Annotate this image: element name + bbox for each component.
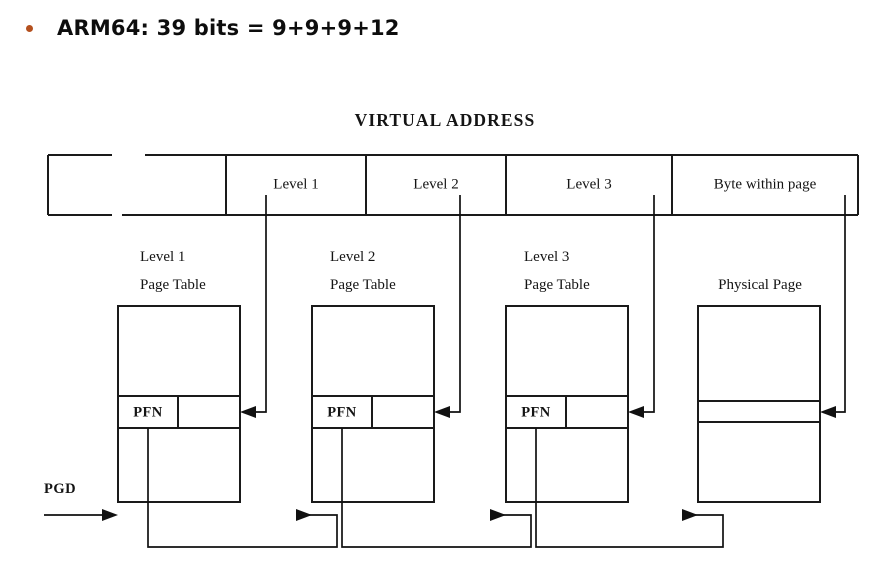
level-2-page-table: PFN (311, 305, 435, 503)
table-caption-2-line1: Level 2 (330, 249, 375, 265)
va-field-unused-high-bits (47, 154, 112, 216)
pfn-label-level-3: PFN (521, 404, 551, 420)
va-field-label-level-3: Level 3 (566, 176, 611, 192)
arrow-head-level-2 (434, 406, 450, 418)
wire-pgd-to-level-1-table: PGD (44, 481, 118, 521)
bullet-text: ARM64: 39 bits = 9+9+9+12 (57, 16, 400, 40)
table-caption-2-line2: Page Table (330, 277, 396, 293)
arrow-head-l3-to-page (682, 509, 698, 521)
arrow-head-page-offset (820, 406, 836, 418)
wire-level-3-pfn-to-physical-page (535, 428, 724, 548)
pfn-label-level-2: PFN (327, 404, 357, 420)
va-field-level-3-index: Level 3 (505, 154, 672, 216)
page-table-walk-diagram: VIRTUAL ADDRESS Level 1 (0, 56, 890, 569)
arrow-head-l1-to-l2 (296, 509, 312, 521)
bullet-line: ARM64: 39 bits = 9+9+9+12 (0, 0, 890, 56)
table-caption-3-line2: Page Table (524, 277, 590, 293)
pgd-label: PGD (44, 481, 76, 497)
arrow-head-pgd (102, 509, 118, 521)
table-captions: Level 1 Page Table Level 2 Page Table Le… (140, 249, 802, 293)
virtual-address-bar: Level 1 Level 2 Level 3 (47, 154, 859, 216)
va-field-label-level-2: Level 2 (413, 176, 458, 192)
wire-level-2-pfn-to-level-3-table (341, 428, 532, 548)
va-field-label-page-offset: Byte within page (714, 176, 817, 192)
table-caption-1-line2: Page Table (140, 277, 206, 293)
arrow-head-level-3 (628, 406, 644, 418)
arrow-head-l2-to-l3 (490, 509, 506, 521)
va-field-page-offset: Byte within page (671, 154, 859, 216)
level-3-page-table: PFN (505, 305, 629, 503)
table-caption-1-line1: Level 1 (140, 249, 185, 265)
table-caption-3-line1: Level 3 (524, 249, 569, 265)
level-1-page-table: PFN (117, 305, 241, 503)
va-field-level-1-index: Level 1 (225, 154, 366, 216)
va-field-label-level-1: Level 1 (273, 176, 318, 192)
wire-page-offset-to-physical-page (820, 195, 846, 418)
bullet-marker-icon (26, 24, 33, 32)
diagram-title: VIRTUAL ADDRESS (355, 110, 536, 130)
wire-level-2-index-to-entry (434, 195, 461, 418)
wire-level-1-pfn-to-level-2-table (147, 428, 338, 548)
physical-page-box (697, 305, 821, 503)
wire-level-3-index-to-entry (628, 195, 655, 418)
pfn-label-level-1: PFN (133, 404, 163, 420)
va-field-elided-bits (122, 154, 226, 216)
table-caption-4-line2: Physical Page (718, 277, 802, 293)
arrow-head-level-1 (240, 406, 256, 418)
wire-level-1-index-to-entry (240, 195, 267, 418)
va-field-level-2-index: Level 2 (365, 154, 506, 216)
